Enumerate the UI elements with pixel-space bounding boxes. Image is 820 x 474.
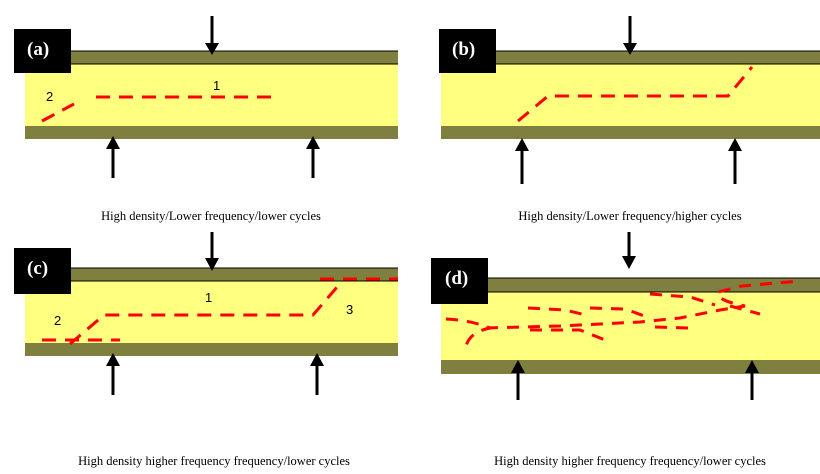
panel-c: (c) 1 2 3 High density higher frequency …	[14, 232, 398, 468]
region-number: 2	[46, 89, 53, 104]
panel-label: (d)	[445, 268, 468, 289]
bottom-skin	[441, 360, 820, 374]
arrowhead	[745, 360, 759, 373]
panel-d: (d) High density higher frequency freque…	[431, 232, 820, 468]
arrowhead	[106, 136, 120, 149]
crack-path	[485, 279, 801, 330]
region-number: 3	[346, 302, 353, 317]
crack-path	[530, 328, 606, 342]
crack-path	[654, 325, 692, 335]
crack-path-2	[41, 102, 75, 123]
top-skin	[70, 268, 398, 281]
crack-path	[589, 306, 651, 320]
panel-label: (a)	[27, 39, 49, 60]
crack-network	[445, 279, 801, 347]
top-skin	[487, 278, 820, 292]
bottom-skin	[25, 343, 398, 356]
top-skin	[495, 51, 820, 64]
panel-label: (b)	[452, 39, 475, 60]
arrowhead	[623, 43, 637, 55]
core-layer	[25, 63, 398, 127]
arrowhead	[622, 256, 636, 269]
top-skin	[70, 51, 398, 64]
panel-label-box	[439, 29, 496, 73]
region-number: 2	[54, 313, 61, 328]
arrowhead	[106, 353, 120, 366]
panel-label: (c)	[27, 258, 48, 279]
crack-path	[517, 66, 754, 123]
arrowhead	[205, 43, 219, 55]
arrowhead	[310, 353, 324, 366]
arrowhead	[306, 136, 320, 149]
arrowhead	[728, 138, 742, 151]
core-layer	[441, 292, 820, 364]
panel-caption: High density higher frequency frequency/…	[78, 454, 350, 468]
panel-label-box	[431, 258, 488, 304]
panel-caption: High density higher frequency frequency/…	[494, 454, 766, 468]
panel-a: (a) 1 2 High density/Lower frequency/low…	[14, 16, 398, 223]
panel-caption: High density/Lower frequency/higher cycl…	[518, 209, 741, 223]
arrowhead	[205, 258, 219, 271]
panel-caption: High density/Lower frequency/lower cycle…	[101, 209, 321, 223]
region-number: 1	[205, 290, 212, 305]
panel-label-box	[14, 248, 71, 294]
panel-b: (b) High density/Lower frequency/higher …	[439, 16, 820, 223]
bottom-skin	[441, 126, 820, 139]
panel-label-box	[14, 29, 71, 73]
arrowhead	[515, 138, 529, 151]
crack-path	[729, 304, 761, 316]
arrowhead	[511, 360, 525, 373]
region-number: 1	[213, 78, 220, 93]
crack-path-1	[69, 285, 340, 346]
bottom-skin	[25, 126, 398, 139]
